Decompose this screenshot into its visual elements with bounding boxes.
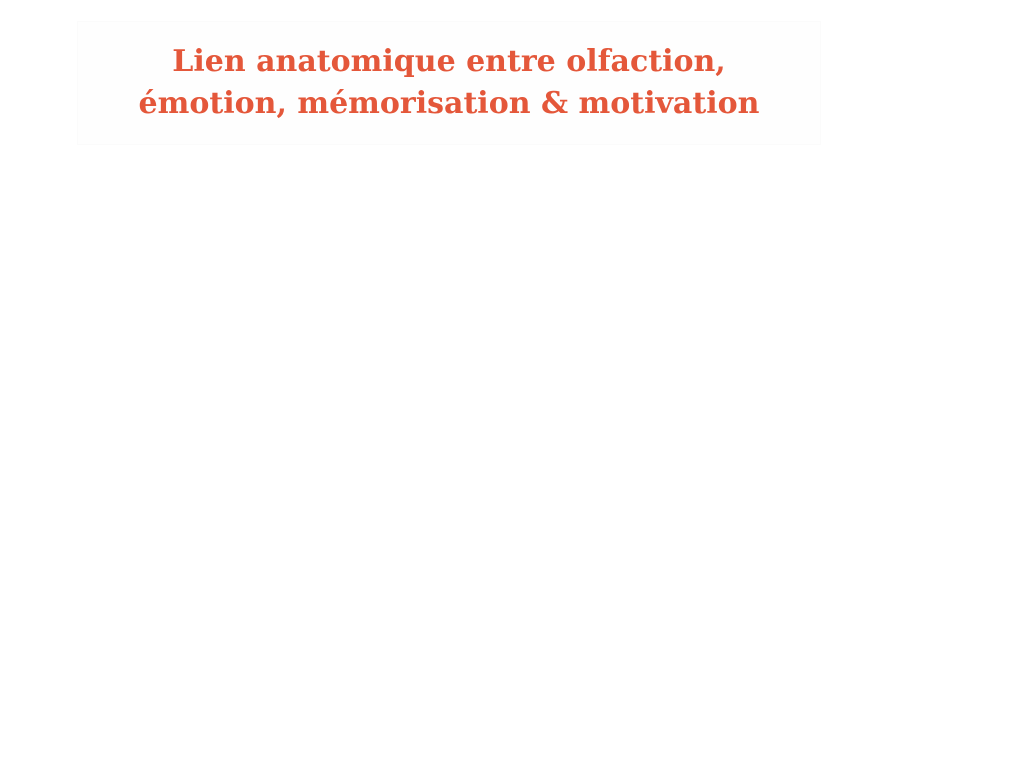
faint-diagram-text-3 <box>296 378 306 413</box>
slide-title-box: Lien anatomique entre olfaction, émotion… <box>78 22 820 144</box>
faint-diagram-text-2 <box>380 285 390 320</box>
faint-diagram-text-4 <box>316 508 326 543</box>
faint-diagram-text-6 <box>620 632 630 667</box>
slide-title-line-2: émotion, mémorisation & motivation <box>138 86 760 121</box>
faint-diagram-text-5 <box>60 638 70 673</box>
slide-title-line-1: Lien anatomique entre olfaction, <box>172 44 726 79</box>
faint-diagram-text-1 <box>278 185 288 220</box>
